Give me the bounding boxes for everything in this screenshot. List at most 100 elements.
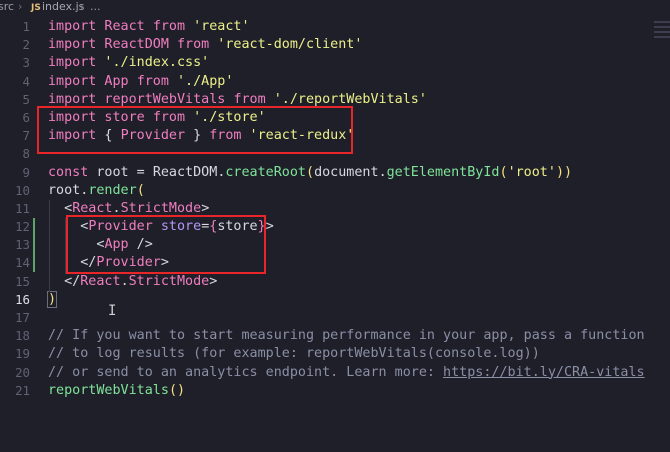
javascript-file-icon: JS: [31, 3, 41, 13]
code-text[interactable]: import reportWebVitals from './reportWeb…: [48, 91, 427, 109]
line-number: 14: [15, 255, 30, 271]
code-token: root: [48, 182, 81, 198]
line-number: 8: [22, 146, 30, 162]
code-text[interactable]: import store from './store': [48, 109, 266, 127]
code-token: const: [48, 164, 89, 180]
code-token: // to log results (for example: reportWe…: [48, 346, 540, 362]
code-text[interactable]: import App from './App': [48, 73, 233, 91]
code-text[interactable]: <Provider store={store}>: [48, 218, 274, 236]
line-number: 3: [22, 55, 30, 71]
code-line[interactable]: 15 </React.StrictMode>: [0, 273, 670, 291]
code-line[interactable]: 8: [0, 145, 670, 163]
code-token: store: [152, 219, 202, 235]
code-text[interactable]: import ReactDOM from 'react-dom/client': [48, 36, 362, 54]
code-token: from: [152, 109, 186, 125]
minimap[interactable]: [654, 18, 670, 58]
code-token: StrictMode: [128, 273, 210, 289]
code-line[interactable]: 9 const root = ReactDOM.createRoot(docume…: [0, 164, 670, 182]
code-text[interactable]: <App />: [48, 236, 153, 254]
code-line[interactable]: 5 import reportWebVitals from './reportWe…: [0, 91, 670, 109]
code-text[interactable]: import './index.css': [48, 54, 209, 72]
code-token: from: [152, 19, 186, 34]
code-token: './App': [168, 73, 234, 89]
code-token: )): [555, 164, 573, 180]
minimap-line: [654, 36, 670, 38]
line-number: 16: [15, 291, 30, 307]
code-token: import: [48, 128, 97, 144]
code-token: />: [128, 237, 153, 253]
code-text[interactable]: const root = ReactDOM.createRoot(documen…: [48, 164, 572, 182]
code-token: </: [48, 273, 81, 289]
code-line[interactable]: 3 import './index.css': [0, 54, 670, 72]
code-text[interactable]: import React from 'react': [48, 18, 250, 36]
code-line[interactable]: 12 <Provider store={store}>: [0, 218, 670, 236]
line-number: 9: [22, 164, 30, 180]
code-token: Provider: [120, 128, 186, 144]
code-text[interactable]: // If you want to start measuring perfor…: [48, 327, 645, 345]
code-text[interactable]: </Provider>: [48, 254, 169, 272]
breadcrumb: src › JS index.js › ...: [0, 0, 670, 14]
code-token: // If you want to start measuring perfor…: [48, 328, 645, 344]
code-text[interactable]: ): [46, 290, 58, 309]
code-token: store: [217, 219, 258, 235]
code-token: (): [168, 382, 186, 398]
code-text[interactable]: // to log results (for example: reportWe…: [48, 345, 540, 363]
code-line[interactable]: 18 // If you want to start measuring perf…: [0, 327, 670, 345]
line-number: 15: [15, 273, 30, 289]
text-cursor-icon: I: [108, 303, 117, 319]
code-line[interactable]: 20// or send to an analytics endpoint. L…: [0, 364, 670, 382]
code-line[interactable]: 19// to log results (for example: report…: [0, 345, 670, 363]
code-line[interactable]: 11 <React.StrictMode>: [0, 200, 670, 218]
code-token: }: [257, 219, 266, 235]
breadcrumb-folder[interactable]: src: [0, 0, 15, 13]
code-token: import: [48, 55, 97, 71]
line-number: 18: [15, 328, 30, 344]
code-token: reportWebVitals: [96, 91, 234, 107]
code-token: .: [378, 164, 387, 180]
code-token: {: [209, 219, 218, 235]
code-text[interactable]: // or send to an analytics endpoint. Lea…: [48, 364, 645, 382]
code-token: 'root': [507, 164, 556, 180]
code-token: from: [209, 128, 242, 144]
minimap-line: [654, 26, 670, 28]
code-text[interactable]: reportWebVitals(): [48, 382, 185, 400]
indent-guide: [49, 200, 50, 292]
code-token: './reportWebVitals': [265, 91, 427, 107]
code-line[interactable]: 14 </Provider>: [0, 254, 670, 272]
minimap-line: [654, 31, 670, 33]
code-text[interactable]: <React.StrictMode>: [48, 200, 209, 218]
code-token: import: [48, 109, 97, 125]
code-line[interactable]: 16): [0, 290, 670, 309]
code-token: .: [120, 273, 129, 289]
code-token: (: [136, 182, 145, 198]
code-token: React: [96, 19, 153, 34]
code-token: App: [96, 73, 137, 89]
code-line[interactable]: 17: [0, 309, 670, 327]
code-text[interactable]: </React.StrictMode>: [48, 273, 217, 291]
code-token: >: [209, 273, 218, 289]
code-token: App: [104, 237, 129, 253]
code-token: store: [96, 109, 153, 125]
code-line[interactable]: 13 <App />: [0, 236, 670, 254]
code-token: .: [217, 164, 226, 180]
line-number: 11: [15, 200, 30, 216]
code-token: './store': [185, 109, 266, 125]
indent-guide: [65, 218, 66, 274]
line-number: 5: [22, 91, 30, 107]
code-token: import: [48, 19, 97, 34]
breadcrumb-more[interactable]: ...: [90, 0, 101, 13]
code-token: import: [48, 91, 97, 107]
code-text[interactable]: root.render(: [48, 182, 145, 200]
breadcrumb-file[interactable]: index.js: [42, 0, 85, 13]
code-token: from: [233, 91, 266, 107]
code-token: https://bit.ly/CRA-vitals: [443, 364, 645, 380]
code-text[interactable]: import { Provider } from 'react-redux': [48, 127, 354, 145]
